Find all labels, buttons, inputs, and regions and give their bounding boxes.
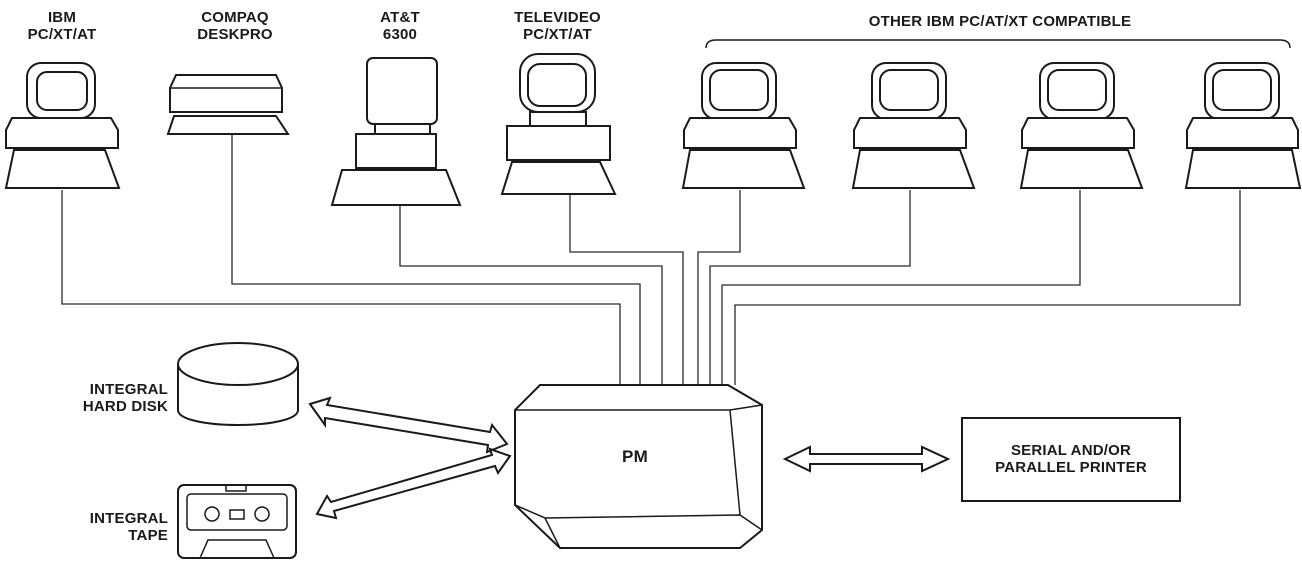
computer-compatible-2 [851, 62, 976, 189]
label-ibm-line2: PC/XT/AT [27, 26, 97, 43]
computer-att [330, 57, 462, 206]
central-unit-pm [514, 384, 763, 549]
arrow-pm-printer [782, 445, 951, 473]
label-televideo: TELEVIDEO PC/XT/AT [505, 9, 610, 43]
label-hard-disk-line2: HARD DISK [82, 398, 168, 415]
wire-att [399, 205, 663, 385]
connection-wires [61, 130, 1241, 385]
computer-compaq [166, 74, 290, 135]
label-att-line2: 6300 [382, 26, 418, 43]
label-ibm-line1: IBM [47, 9, 77, 26]
wire-compaq [231, 130, 641, 385]
label-televideo-line1: TELEVIDEO [514, 9, 601, 26]
printer-box [961, 417, 1181, 502]
label-compaq-line1: COMPAQ [201, 9, 269, 26]
arrow-hard-disk-pm [308, 396, 509, 454]
label-ibm: IBM PC/XT/AT [26, 9, 98, 43]
label-pm: PM [622, 447, 648, 466]
tape-drive [177, 484, 297, 559]
computer-compatible-1 [681, 62, 806, 189]
computer-ibm [4, 62, 121, 189]
arrow-tape-pm [315, 447, 512, 520]
label-printer-line1: SERIAL AND/OR [1010, 442, 1132, 459]
label-tape: INTEGRAL TAPE [70, 510, 168, 544]
label-printer-line2: PARALLEL PRINTER [995, 459, 1147, 476]
label-printer: SERIAL AND/OR PARALLEL PRINTER [962, 442, 1180, 476]
hard-disk-drive [177, 342, 299, 426]
label-tape-line2: TAPE [128, 527, 168, 544]
wire-televideo [569, 194, 684, 385]
label-att-line1: AT&T [380, 9, 420, 26]
label-compaq: COMPAQ DESKPRO [185, 9, 285, 43]
label-hard-disk-line1: INTEGRAL [89, 381, 168, 398]
computer-televideo [500, 53, 617, 195]
compatible-group-brace [705, 39, 1291, 49]
wire-compat-1 [697, 190, 741, 385]
wire-ibm [61, 190, 621, 385]
computer-compatible-4 [1184, 62, 1302, 189]
label-compaq-line2: DESKPRO [197, 26, 273, 43]
wire-compat-3 [721, 190, 1081, 385]
label-tape-line1: INTEGRAL [89, 510, 168, 527]
label-hard-disk: INTEGRAL HARD DISK [70, 381, 168, 415]
label-televideo-line2: PC/XT/AT [523, 26, 592, 43]
label-att: AT&T 6300 [360, 9, 440, 43]
label-compatible-group: OTHER IBM PC/AT/XT COMPATIBLE [868, 13, 1132, 30]
wire-compat-2 [709, 190, 911, 385]
wire-compat-4 [734, 190, 1241, 385]
computer-compatible-3 [1019, 62, 1144, 189]
